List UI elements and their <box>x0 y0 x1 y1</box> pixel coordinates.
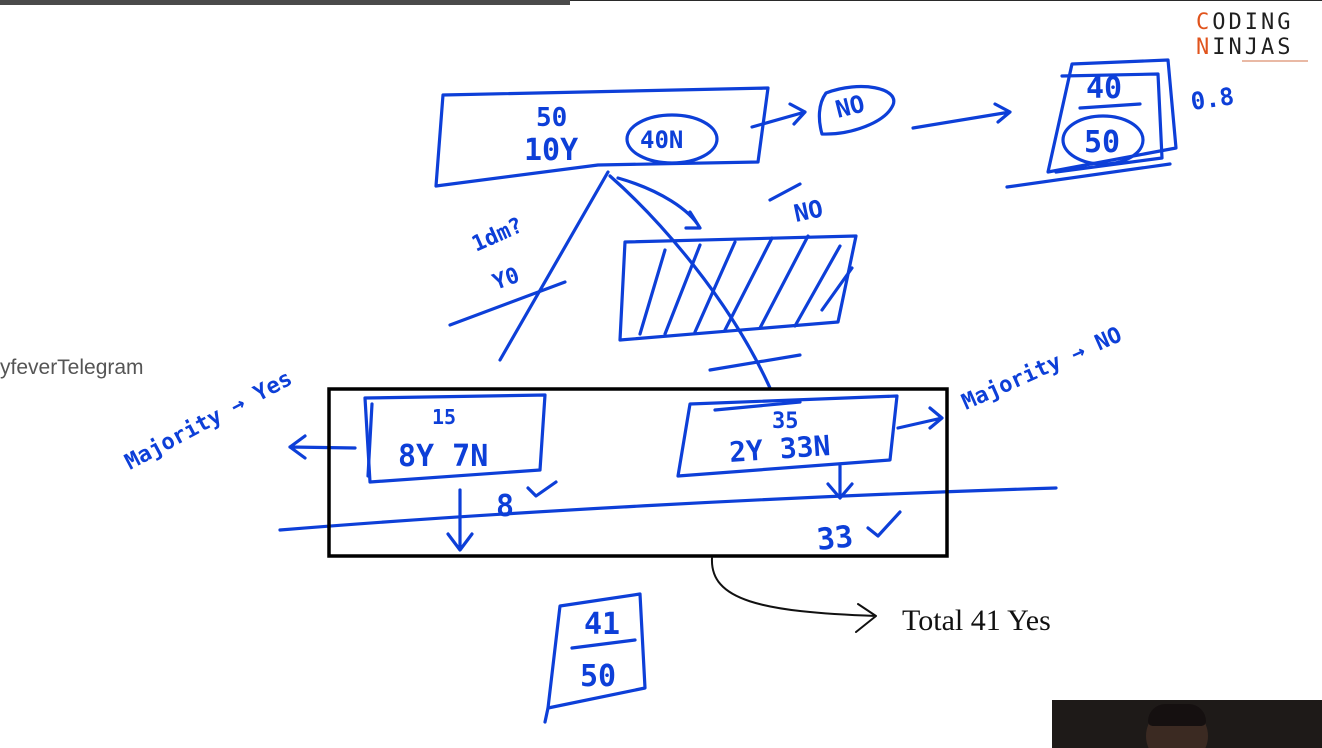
final-fraction-edge <box>543 706 550 724</box>
question-text: 1dm? <box>468 213 527 257</box>
fraction-value: 0.8 <box>1189 82 1236 116</box>
left-majority-text: Majority → Yes <box>121 366 296 475</box>
no-bubble <box>817 85 896 136</box>
right-majority-text: Majority → NO <box>958 323 1125 416</box>
left-down-arrow <box>446 488 474 552</box>
final-fraction-bar <box>570 638 637 650</box>
left-cross-stroke <box>448 280 567 327</box>
hatched-box <box>618 234 858 342</box>
logo-line-1: CODING <box>1196 12 1293 34</box>
right-child-top-stroke <box>713 400 802 412</box>
left-child-total: 15 <box>432 405 456 429</box>
arrow-to-fraction <box>911 102 1012 130</box>
final-fraction-box <box>546 592 647 710</box>
arrow-to-no <box>750 102 807 129</box>
fraction-underline <box>1005 162 1172 189</box>
logo-accent-letter: C <box>1196 10 1213 35</box>
hatch-lines <box>638 234 854 336</box>
right-split-line <box>608 174 772 390</box>
final-fraction-top: 41 <box>584 607 620 642</box>
fraction-box <box>1046 58 1178 174</box>
baseline-stroke <box>278 486 1058 532</box>
left-child-box-edge <box>366 402 374 478</box>
fraction-bottom: 50 <box>1084 125 1120 160</box>
right-child-box <box>676 394 899 478</box>
right-correct-count: 33 <box>815 519 855 558</box>
screen-top-bar <box>0 0 1322 6</box>
no-above-hatch: NO <box>791 194 825 227</box>
total-yes-annotation: Total 41 Yes <box>902 604 1051 637</box>
logo-rest-letters: ODING <box>1212 10 1294 35</box>
annotation-arrow <box>710 557 877 633</box>
coding-ninjas-logo: CODING NINJAS <box>1196 12 1316 62</box>
hatch-scribble <box>768 182 802 202</box>
final-fraction-bottom: 50 <box>580 659 616 694</box>
right-down-arrow <box>826 464 854 500</box>
fraction-top: 40 <box>1086 71 1122 106</box>
top-bar-dark-segment <box>0 0 570 5</box>
presenter-webcam <box>1052 700 1322 748</box>
watermark-text: yfeverTelegram <box>0 356 144 379</box>
question-underline <box>708 353 802 372</box>
crossed-yes: Y0 <box>490 263 523 296</box>
left-correct-count: 8 <box>496 489 514 524</box>
logo-line-2: NINJAS <box>1196 37 1293 59</box>
no-label: NO <box>833 90 868 124</box>
top-bar-line <box>570 0 1322 1</box>
fraction-bar <box>1078 102 1142 110</box>
logo-accent-letter: N <box>1196 35 1213 60</box>
fraction-denominator-circle <box>1061 114 1145 166</box>
right-child-total: 35 <box>772 409 799 434</box>
presenter-hair <box>1148 704 1206 726</box>
root-no: 40N <box>640 126 683 154</box>
branch-curve <box>616 176 702 230</box>
root-total: 50 <box>536 103 567 133</box>
highlight-rectangle <box>327 387 949 558</box>
logo-rest-letters: INJAS <box>1212 35 1294 60</box>
right-checkmark <box>866 510 902 538</box>
root-yes: 10Y <box>524 133 578 168</box>
left-split-line <box>498 170 610 362</box>
right-arrow <box>896 406 944 430</box>
logo-tagline-bar <box>1242 60 1308 62</box>
root-no-circle <box>625 113 719 165</box>
left-arrow <box>288 434 357 460</box>
left-checkmark <box>526 480 558 498</box>
left-child-counts: 8Y 7N <box>398 439 488 474</box>
right-child-counts: 2Y 33N <box>728 429 831 469</box>
